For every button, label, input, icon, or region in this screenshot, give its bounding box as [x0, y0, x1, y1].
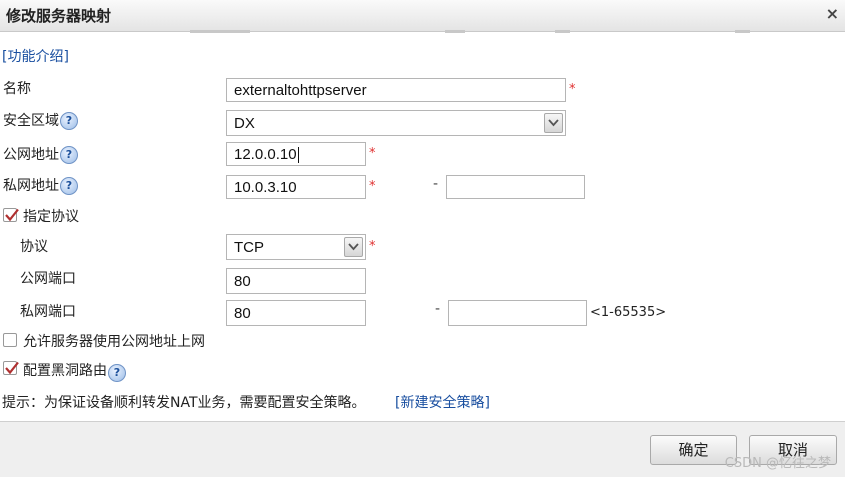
public-addr-input[interactable]: 12.0.0.10 [226, 142, 366, 166]
required-mark: * [569, 82, 576, 97]
protocol-select-value: TCP [234, 239, 264, 256]
dialog-footer: 确定 取消 CSDN @忆往之梦 [0, 421, 845, 477]
background-divider [190, 30, 250, 33]
chevron-down-icon[interactable] [344, 237, 363, 257]
ok-button[interactable]: 确定 [650, 435, 737, 465]
required-mark: * [369, 239, 376, 254]
private-port-label: 私网端口 [20, 304, 76, 320]
background-divider [555, 30, 570, 33]
public-addr-value: 12.0.0.10 [234, 146, 297, 163]
close-icon[interactable]: × [825, 4, 839, 23]
allow-public-checkbox[interactable] [3, 333, 17, 347]
help-icon[interactable]: ? [108, 364, 126, 382]
checkmark-icon [5, 208, 19, 222]
hint-text: 提示：为保证设备顺利转发NAT业务，需要配置安全策略。 [2, 395, 366, 411]
allow-public-label: 允许服务器使用公网地址上网 [23, 334, 205, 350]
name-input[interactable]: externaltohttpserver [226, 78, 566, 102]
port-range-hint: <1-65535> [590, 305, 667, 320]
required-mark: * [369, 179, 376, 194]
protocol-select[interactable]: TCP [226, 234, 366, 260]
background-divider [735, 30, 750, 33]
private-port-start-input[interactable]: 80 [226, 300, 366, 326]
chevron-down-icon[interactable] [544, 113, 563, 133]
help-icon[interactable]: ? [60, 112, 78, 130]
dialog-titlebar: 修改服务器映射 × [0, 0, 845, 32]
cancel-button[interactable]: 取消 [749, 435, 837, 465]
specify-protocol-checkbox[interactable] [3, 208, 19, 222]
new-security-policy-link[interactable]: [新建安全策略] [395, 395, 490, 411]
specify-protocol-label: 指定协议 [23, 209, 79, 225]
public-addr-label: 公网地址? [3, 144, 78, 164]
public-port-input[interactable]: 80 [226, 268, 366, 294]
public-port-label: 公网端口 [20, 271, 76, 287]
background-divider [445, 30, 465, 33]
protocol-label: 协议 [20, 239, 48, 255]
zone-select-value: DX [234, 115, 255, 132]
blackhole-label: 配置黑洞路由? [23, 360, 126, 382]
dialog-title: 修改服务器映射 [6, 7, 112, 25]
private-addr-end-input[interactable] [446, 175, 585, 199]
checkmark-icon [5, 361, 19, 375]
private-addr-start-input[interactable]: 10.0.3.10 [226, 175, 366, 199]
watermark: CSDN @忆往之梦 [724, 456, 831, 471]
zone-select[interactable]: DX [226, 110, 566, 136]
private-port-end-input[interactable] [448, 300, 587, 326]
feature-intro-link[interactable]: [功能介绍] [2, 49, 69, 65]
name-label: 名称 [3, 81, 31, 97]
range-dash: - [435, 301, 441, 317]
private-addr-label: 私网地址? [3, 175, 78, 195]
required-mark: * [369, 146, 376, 161]
help-icon[interactable]: ? [60, 146, 78, 164]
range-dash: - [433, 176, 439, 192]
zone-label: 安全区域? [3, 110, 78, 130]
help-icon[interactable]: ? [60, 177, 78, 195]
blackhole-checkbox[interactable] [3, 361, 19, 375]
text-caret [297, 147, 299, 164]
